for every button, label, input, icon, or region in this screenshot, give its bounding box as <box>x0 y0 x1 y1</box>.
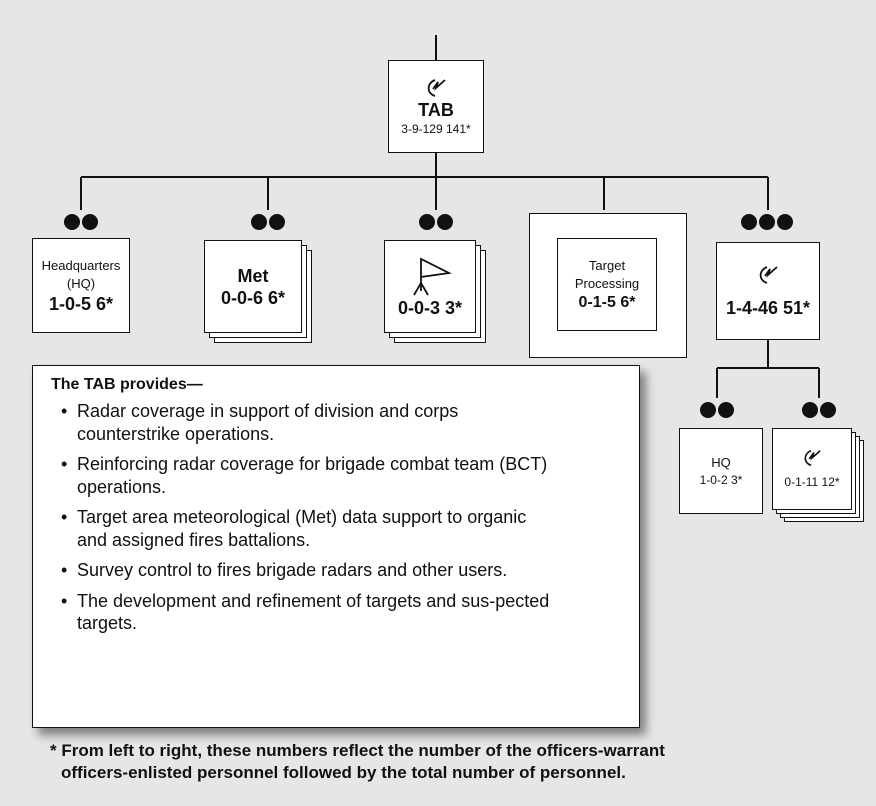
target-processing-frame <box>529 213 687 358</box>
echelon-dot <box>820 402 836 418</box>
headquarters-personnel: 1-0-5 6* <box>48 293 114 314</box>
tab-personnel: 3-9-129 141* <box>401 121 471 136</box>
tab-provides-list: Radar coverage in support of division an… <box>45 400 627 635</box>
radar-section-box: 0-1-11 12* <box>772 428 852 510</box>
target-processing-label-line1: Target <box>588 257 626 273</box>
tab-provides-title: The TAB provides— <box>51 376 203 393</box>
echelon-dot <box>777 214 793 230</box>
tab-provides-box: The TAB provides— Radar coverage in supp… <box>32 365 640 728</box>
echelon-dot <box>437 214 453 230</box>
headquarters-label-line1: Headquarters <box>41 257 121 273</box>
footnote-line1: * From left to right, these numbers refl… <box>50 741 665 760</box>
echelon-dot <box>251 214 267 230</box>
radar-hq-box: HQ 1-0-2 3* <box>679 428 763 514</box>
tab-headquarters-box: TAB 3-9-129 141* <box>388 60 484 153</box>
echelon-dot <box>741 214 757 230</box>
echelon-dot <box>269 214 285 230</box>
list-item: The development and refinement of target… <box>61 590 607 635</box>
met-name: Met <box>237 265 269 286</box>
target-processing-box: Target Processing 0-1-5 6* <box>557 238 657 331</box>
survey-personnel: 0-0-3 3* <box>397 297 463 318</box>
echelon-dot <box>419 214 435 230</box>
target-processing-label-line2: Processing <box>574 275 640 291</box>
survey-flag-icon <box>413 257 452 295</box>
tab-name: TAB <box>418 99 454 120</box>
radar-hq-name: HQ <box>711 455 731 470</box>
list-item: Radar coverage in support of division an… <box>61 400 487 445</box>
met-personnel: 0-0-6 6* <box>220 287 286 308</box>
radar-box: 1-4-46 51* <box>716 242 820 340</box>
list-item: Reinforcing radar coverage for brigade c… <box>61 453 617 498</box>
echelon-dot <box>700 402 716 418</box>
radar-section-personnel: 0-1-11 12* <box>784 475 840 489</box>
headquarters-label-line2: (HQ) <box>66 275 96 291</box>
personnel-footnote: * From left to right, these numbers refl… <box>50 740 850 784</box>
met-box: Met 0-0-6 6* <box>204 240 302 333</box>
radar-icon <box>759 266 778 284</box>
radar-icon <box>427 78 446 97</box>
target-processing-personnel: 0-1-5 6* <box>578 293 636 311</box>
echelon-dot <box>718 402 734 418</box>
radar-personnel: 1-4-46 51* <box>725 298 811 318</box>
radar-icon <box>804 449 821 467</box>
echelon-dot <box>759 214 775 230</box>
footnote-line2: officers-enlisted personnel followed by … <box>61 763 626 782</box>
list-item: Target area meteorological (Met) data su… <box>61 506 557 551</box>
radar-hq-personnel: 1-0-2 3* <box>699 473 743 487</box>
echelon-dot <box>82 214 98 230</box>
echelon-dot <box>802 402 818 418</box>
list-item: Survey control to fires brigade radars a… <box>61 559 637 582</box>
survey-box: 0-0-3 3* <box>384 240 476 333</box>
headquarters-box: Headquarters (HQ) 1-0-5 6* <box>32 238 130 333</box>
echelon-dot <box>64 214 80 230</box>
